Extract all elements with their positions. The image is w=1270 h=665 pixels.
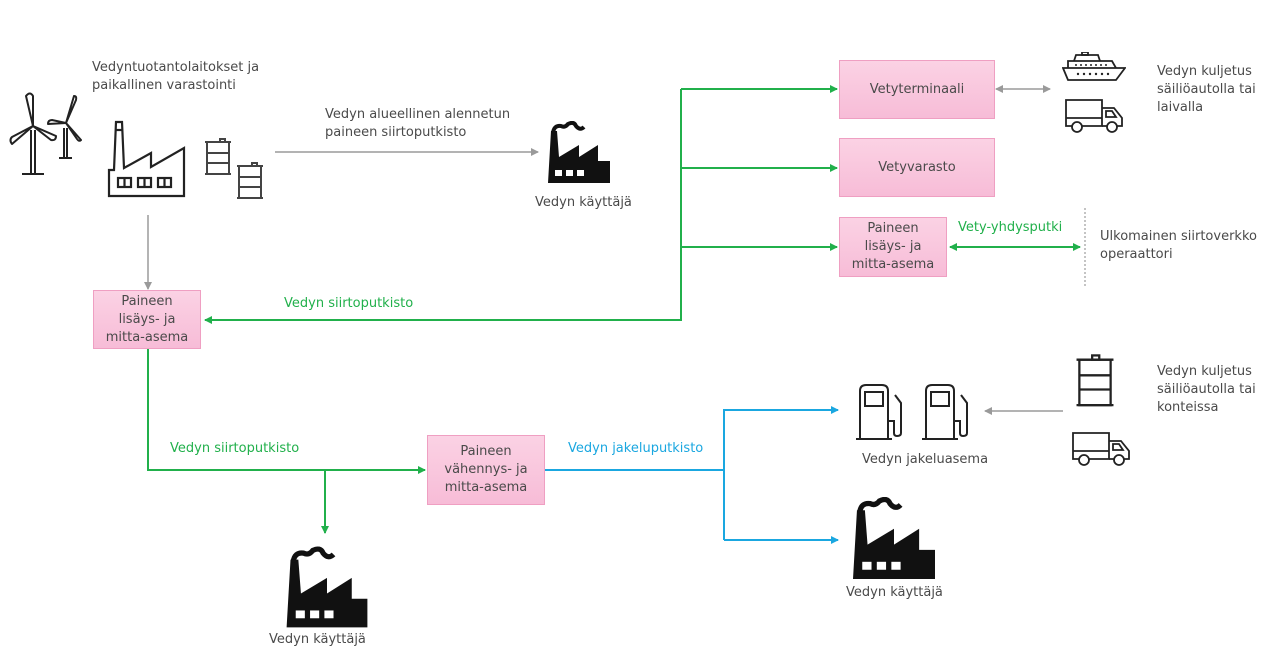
user-top-label: Vedyn käyttäjä bbox=[535, 195, 632, 210]
pressure-reduction-station-box: Paineen vähennys- ja mitta-asema bbox=[427, 435, 545, 505]
box-line: mitta-asema bbox=[444, 480, 528, 495]
terminal-label: Vetyterminaali bbox=[869, 81, 965, 97]
fuel-pump-icon bbox=[856, 384, 902, 440]
transmission-trunk bbox=[204, 89, 682, 324]
factory-filled-icon bbox=[853, 497, 935, 579]
box-line: lisäys- ja bbox=[864, 239, 922, 254]
transmission-bottom-label: Vedyn siirtoputkisto bbox=[170, 441, 300, 456]
compressor-station-right-box: Paineen lisäys- ja mitta-asema bbox=[839, 217, 947, 277]
terminal-box: Vetyterminaali bbox=[839, 60, 995, 119]
box-line: mitta-asema bbox=[105, 329, 189, 345]
foreign-operator-label: Ulkomainen siirtoverkko operaattori bbox=[1100, 229, 1257, 262]
box-line: Paineen bbox=[121, 293, 173, 309]
barrel-icon bbox=[237, 162, 263, 199]
barrel-icon bbox=[205, 138, 231, 175]
wind-turbines-icon bbox=[9, 92, 82, 175]
box-line: Paineen bbox=[867, 221, 919, 236]
transport-container-label: Vedyn kuljetus säiliöautolla tai konteis… bbox=[1157, 364, 1256, 415]
factory-filled-icon bbox=[548, 121, 610, 183]
distribution-label: Vedyn jakeluputkisto bbox=[568, 441, 704, 456]
box-line: Paineen bbox=[460, 444, 512, 459]
ship-icon bbox=[1062, 52, 1126, 81]
box-line: lisäys- ja bbox=[118, 311, 176, 327]
truck-icon bbox=[1072, 432, 1130, 466]
compressor-station-left-box: Paineen lisäys- ja mitta-asema bbox=[93, 290, 201, 349]
regional-pipeline-label: Vedyn alueellinen alennetun paineen siir… bbox=[325, 107, 511, 140]
storage-box: Vetyvarasto bbox=[839, 138, 995, 197]
transmission-top-label: Vedyn siirtoputkisto bbox=[284, 296, 414, 311]
fuel-pump-icon bbox=[922, 384, 968, 440]
box-line: vähennys- ja bbox=[444, 462, 528, 477]
box-line: mitta-asema bbox=[851, 257, 935, 272]
lower-transmission-line bbox=[147, 349, 426, 474]
transport-ship-label: Vedyn kuljetus säiliöautolla tai laivall… bbox=[1157, 64, 1256, 115]
storage-label: Vetyvarasto bbox=[878, 159, 956, 175]
factory-filled-icon bbox=[286, 546, 368, 628]
truck-icon bbox=[1065, 99, 1123, 133]
factory-outline-icon bbox=[107, 120, 186, 198]
user-bottom-right-label: Vedyn käyttäjä bbox=[846, 585, 943, 600]
user-bottom-left-label: Vedyn käyttäjä bbox=[269, 632, 366, 647]
barrel-icon bbox=[1076, 354, 1114, 407]
refuel-station-label: Vedyn jakeluasema bbox=[862, 452, 989, 467]
production-label: Vedyntuotantolaitokset ja paikallinen va… bbox=[92, 60, 260, 93]
interconnector-label: Vety-yhdysputki bbox=[958, 220, 1063, 235]
